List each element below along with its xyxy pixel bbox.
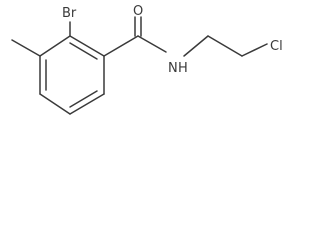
atom-n-label: N bbox=[168, 61, 178, 76]
bond-n-ch2 bbox=[183, 35, 209, 57]
ring-bond-c5-c6 bbox=[69, 93, 105, 115]
bond-c3-methyl bbox=[11, 39, 41, 57]
ring-double-inner-1 bbox=[69, 42, 98, 60]
atom-br-label: Br bbox=[62, 6, 77, 21]
bond-c1-carbonyl bbox=[103, 35, 139, 57]
bond-ch2-cl bbox=[241, 43, 268, 57]
ring-bond-c1-c2 bbox=[69, 35, 105, 57]
bond-carbonyl-n bbox=[137, 35, 167, 53]
ring-double-inner-3 bbox=[69, 90, 98, 108]
ring-bond-c4-c5 bbox=[39, 93, 71, 115]
structure-diagram: Br O N H Cl bbox=[11, 4, 283, 115]
bond-ch2-ch2 bbox=[207, 35, 243, 57]
ring-bond-c2-c3 bbox=[39, 35, 71, 57]
benzene-ring bbox=[39, 35, 105, 115]
atom-o-label: O bbox=[133, 4, 143, 19]
atom-h-label: H bbox=[178, 61, 188, 76]
atom-cl-label: Cl bbox=[270, 39, 283, 54]
